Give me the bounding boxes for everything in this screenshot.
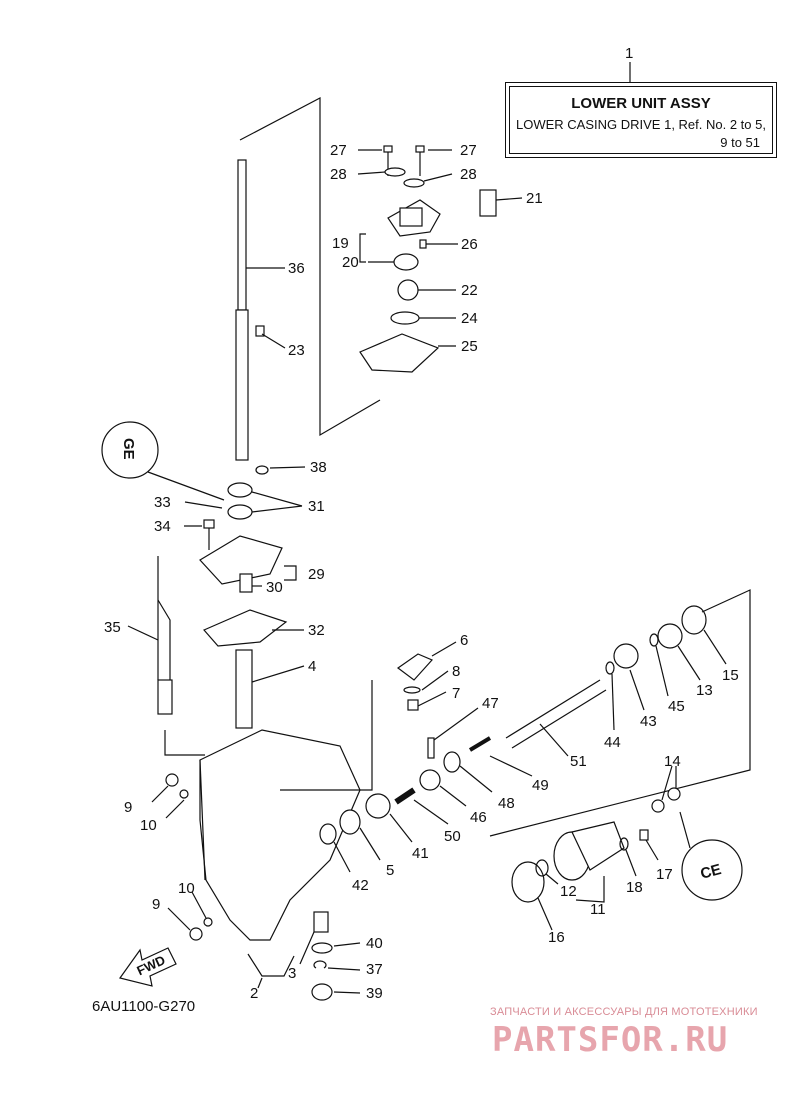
assembly-subtitle-cont: 9 to 51 [720,135,760,150]
title-box-frame [505,82,777,158]
callout: 47 [482,695,499,712]
callout: 45 [668,698,685,715]
callout-labels: 27 27 28 28 21 19 26 20 22 24 25 36 23 3… [104,45,739,1002]
callout: 21 [526,190,543,207]
callout: 5 [386,862,394,879]
callout: 28 [460,166,477,183]
callout: 51 [570,753,587,770]
callout: 6 [460,632,468,649]
callout: 50 [444,828,461,845]
watermark-logo: PARTSFOR.RU [492,1020,729,1060]
callout: 26 [461,236,478,253]
callout: 11 [590,901,606,918]
callout: 8 [452,663,460,680]
callout: 25 [461,338,478,355]
callout-ref1: 1 [625,45,633,62]
callout: 31 [308,498,325,515]
callout: 32 [308,622,325,639]
callout: 30 [266,579,283,596]
callout: 39 [366,985,383,1002]
callout: 9 [124,799,132,816]
callout: 23 [288,342,305,359]
callout: 12 [560,883,577,900]
stamp-right-label: CE [699,861,724,883]
callout: 7 [452,685,460,702]
callout: 40 [366,935,383,952]
callout: 10 [178,880,195,897]
callout: 20 [342,254,359,271]
callout: 34 [154,518,171,535]
callout: 43 [640,713,657,730]
callout: 17 [656,866,673,883]
callout: 9 [152,896,160,913]
callout: 28 [330,166,347,183]
callout: 16 [548,929,565,946]
callout: 29 [308,566,325,583]
callout: 22 [461,282,478,299]
callout: 38 [310,459,327,476]
callout: 3 [288,965,296,982]
callout: 10 [140,817,157,834]
callout: 24 [461,310,478,327]
callout: 35 [104,619,121,636]
callout: 42 [352,877,369,894]
callout: 44 [604,734,621,751]
callout: 46 [470,809,487,826]
callout: 27 [330,142,347,159]
callout: 4 [308,658,316,675]
callout: 37 [366,961,383,978]
callout: 14 [664,753,681,770]
assembly-title: LOWER UNIT ASSY [571,95,711,112]
callout: 15 [722,667,739,684]
stamp-left-label: GE [120,438,137,460]
watermark-caption: ЗАПЧАСТИ И АКСЕССУАРЫ ДЛЯ МОТОТЕХНИКИ [490,1006,758,1018]
callout: 19 [332,235,349,252]
callout: 18 [626,879,643,896]
title-box: LOWER UNIT ASSY LOWER CASING DRIVE 1, Re… [509,86,773,154]
callout: 49 [532,777,549,794]
callout: 13 [696,682,713,699]
diagram-code: 6AU1100-G270 [92,998,196,1015]
assembly-subtitle: LOWER CASING DRIVE 1, Ref. No. 2 to 5, [516,117,766,132]
callout: 36 [288,260,305,277]
callout: 27 [460,142,477,159]
callout: 33 [154,494,171,511]
callout: 48 [498,795,515,812]
callout: 41 [412,845,429,862]
callout: 2 [250,985,258,1002]
